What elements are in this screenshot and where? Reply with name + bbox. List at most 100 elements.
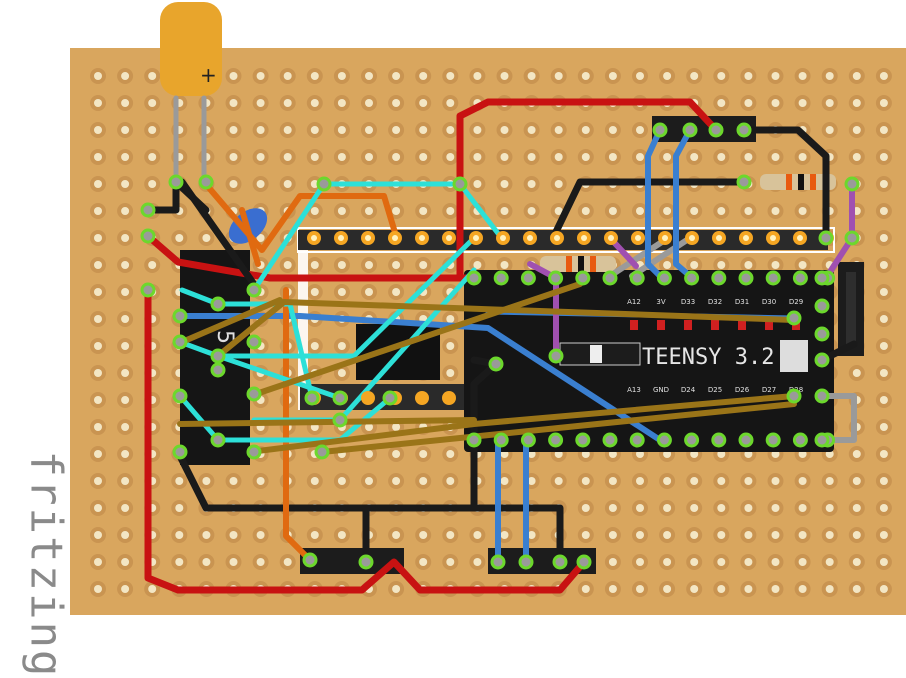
board-hole-center xyxy=(879,531,888,539)
board-hole-center xyxy=(500,261,509,269)
board-hole-center xyxy=(148,585,157,593)
board-hole-center xyxy=(121,477,130,485)
board-hole-center xyxy=(121,585,130,593)
board-hole-center xyxy=(310,531,319,539)
board-hole-center xyxy=(771,531,780,539)
board-hole-center xyxy=(879,423,888,431)
board-hole-center xyxy=(337,153,346,161)
board-hole-center xyxy=(879,72,888,80)
pin xyxy=(765,270,781,286)
board-hole-center xyxy=(581,207,590,215)
pin xyxy=(140,202,156,218)
pin xyxy=(814,432,830,448)
board-hole-center xyxy=(554,180,563,188)
teensy-bottom-pin-label: GND xyxy=(653,386,669,394)
ic-label: 5 xyxy=(212,330,237,344)
pin xyxy=(684,432,700,448)
board-hole-center xyxy=(283,72,292,80)
board-hole-center xyxy=(94,531,102,539)
board-hole-center xyxy=(744,531,753,539)
pin xyxy=(493,270,509,286)
pin xyxy=(814,352,830,368)
header-pin-center xyxy=(797,235,803,241)
wire-gray xyxy=(607,235,671,279)
board-hole-center xyxy=(392,585,401,593)
pin xyxy=(466,270,482,286)
board-hole-center xyxy=(527,477,536,485)
board-hole-center xyxy=(283,558,292,566)
wire-olive xyxy=(319,401,797,455)
board-hole-center xyxy=(879,315,888,323)
board-hole-center xyxy=(94,288,102,296)
board-hole-center xyxy=(771,207,780,215)
board-hole-center xyxy=(879,153,888,161)
board-hole-center xyxy=(337,126,346,134)
board-hole-center xyxy=(500,153,509,161)
board-hole-center xyxy=(337,207,346,215)
board-hole-center xyxy=(337,369,346,377)
board-hole-center xyxy=(94,477,102,485)
board-hole-center xyxy=(825,99,834,107)
board-hole-center xyxy=(608,585,617,593)
board-hole-center xyxy=(446,531,455,539)
board-hole-center xyxy=(473,558,482,566)
board-hole-center xyxy=(337,342,346,350)
board-hole-center xyxy=(879,558,888,566)
header-pin-center xyxy=(419,235,425,241)
board-hole-center xyxy=(175,477,184,485)
board-hole-center xyxy=(229,153,238,161)
board-hole-center xyxy=(473,180,482,188)
board-hole-center xyxy=(825,504,834,512)
teensy-top-pin-label: D29 xyxy=(789,298,803,306)
board-hole-center xyxy=(636,153,644,161)
board-hole-center xyxy=(636,72,644,80)
board-hole-center xyxy=(771,585,780,593)
board-hole-center xyxy=(879,261,888,269)
board-hole-center xyxy=(527,531,536,539)
board-hole-center xyxy=(690,504,699,512)
board-hole-center xyxy=(717,558,726,566)
board-hole-center xyxy=(121,180,130,188)
teensy-top-pin-label: D30 xyxy=(762,298,776,306)
wire-black xyxy=(550,178,748,240)
teensy-top-pin-label: D31 xyxy=(735,298,749,306)
pin xyxy=(738,432,754,448)
board-hole-center xyxy=(121,558,130,566)
pin xyxy=(682,122,698,138)
board-hole-center xyxy=(419,261,428,269)
wire-cyan xyxy=(179,287,315,401)
board-hole-center xyxy=(690,72,699,80)
board-hole-center xyxy=(121,72,130,80)
wire-gray xyxy=(629,235,693,279)
board-hole-center xyxy=(94,207,102,215)
wire-orange xyxy=(201,179,399,253)
pin xyxy=(246,444,262,460)
board-hole-center xyxy=(310,342,319,350)
board-hole-center xyxy=(121,396,130,404)
board-hole-center xyxy=(365,450,373,458)
header-pin-center xyxy=(635,235,641,241)
board-hole-center xyxy=(527,207,536,215)
board-hole-center xyxy=(148,180,157,188)
board-hole-center xyxy=(798,558,807,566)
board-hole-center xyxy=(879,342,888,350)
board-hole-center xyxy=(690,531,699,539)
pin xyxy=(844,230,860,246)
board-hole-center xyxy=(581,504,590,512)
board-hole-center xyxy=(94,126,102,134)
board-hole-center xyxy=(663,207,672,215)
board-hole-center xyxy=(717,585,726,593)
teensy-button xyxy=(780,340,808,372)
board-hole-center xyxy=(446,72,455,80)
board-hole-center xyxy=(636,585,644,593)
board-hole-center xyxy=(419,207,428,215)
board-hole-center xyxy=(337,261,346,269)
board-hole-center xyxy=(229,531,238,539)
pin xyxy=(210,362,226,378)
header-pin-center xyxy=(770,235,776,241)
board-hole-center xyxy=(798,72,807,80)
teensy-bottom-pin-label: D24 xyxy=(681,386,696,394)
pin xyxy=(520,432,536,448)
board-hole-center xyxy=(94,99,102,107)
